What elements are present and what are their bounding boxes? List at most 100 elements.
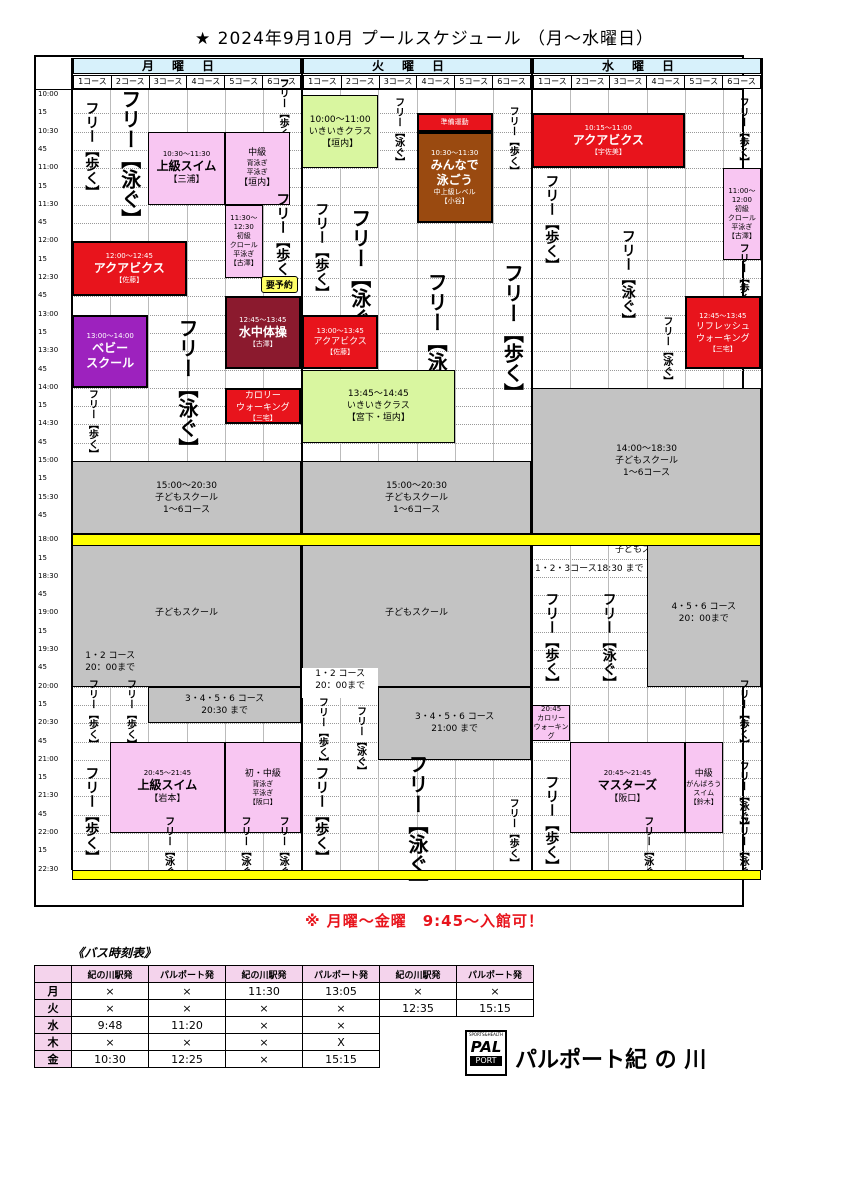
class-block-text: 中上級レベル [433,187,476,196]
class-block: 準備運動 [416,113,493,132]
course-label: 6コース [722,76,760,88]
free-walk-label: フリー【歩く】 [543,774,560,873]
time-label: 45 [38,144,47,153]
bus-cell: × [225,1033,303,1051]
free-swim-label: フリー【泳ぐ】 [354,706,366,777]
course-label: 2コース [340,76,379,88]
bus-cell: × [148,999,226,1017]
course-label: 3コース [608,76,647,88]
school-block-text: 15:00～20:30 [386,480,447,491]
school-block: 子どもスクール [302,540,531,687]
free-walk-label: フリー【歩く】 [274,192,291,291]
class-block-text: スイム [693,788,715,797]
bus-day: 木 [34,1033,72,1051]
bus-cell: × [71,982,149,1000]
bus-cell: 9:48 [71,1016,149,1034]
class-block-text: 【鈴木】 [689,797,718,806]
school-block-text: 21:00 まで [431,724,479,735]
school-block-text: 15:00～20:30 [156,480,217,491]
course-label: 3コース [148,76,187,88]
time-label: 19:00 [38,608,59,617]
free-walk-label: フリー【歩く】 [83,100,100,199]
free-swim-label-cell: フリー【泳ぐ】 [148,315,224,461]
free-walk-label: フリー【歩く】 [83,765,100,864]
class-block-text: 【宇佐美】 [590,148,626,157]
free-swim-label: フリー【泳ぐ】 [737,816,749,887]
course-label: 5コース [454,76,492,88]
school-note-text: 子どもスクール [532,542,761,555]
class-block: 中級背泳ぎ平泳ぎ【垣内】 [224,131,290,205]
class-block-text: 10:00～11:00 [309,114,371,125]
free-walk-label: フリー【歩く】 [507,105,519,176]
class-block-text: みんなで [430,157,479,172]
time-label: 15:30 [38,492,59,501]
class-block-text: 【小谷】 [440,196,469,205]
time-label: 14:00 [38,382,59,391]
bus-cell: × [456,982,534,1000]
time-label: 45 [38,364,47,373]
time-label: 45 [38,809,47,818]
free-walk-label: フリー【歩く】 [313,765,330,864]
school-note-text: 20：00まで [85,663,136,673]
class-block-text: 【三宅】 [708,344,737,353]
class-block-text: アクアビクス [313,337,367,348]
bus-header: パルポート発 [148,965,226,983]
free-walk-label: フリー【歩く】 [86,679,98,750]
free-walk-label: フリー【歩く】 [313,201,330,300]
break-bar [72,869,761,880]
break-bar [72,534,761,547]
free-swim-label-cell: フリー【泳ぐ】 [263,816,301,886]
course-label: 5コース [684,76,722,88]
reservation-badge: 要予約 [260,276,298,293]
course-label: 2コース [110,76,149,88]
class-block: 中級がんばろうスイム【鈴木】 [684,741,723,833]
class-block-text: カロリー [537,714,566,723]
class-block-text: スクール [86,355,135,370]
free-swim-label: フリー【泳ぐ】 [277,816,289,887]
time-label: 15 [38,254,47,263]
bus-cell: × [225,1050,303,1068]
class-block-text: 13:45～14:45 [347,389,409,400]
free-swim-label-cell: フリー【泳ぐ】 [570,592,646,690]
time-label: 13:30 [38,346,59,355]
day-separator [761,58,763,870]
time-label: 15 [38,401,47,410]
time-label: 22:30 [38,864,59,873]
time-label: 45 [38,291,47,300]
class-block-text: 20:45～21:45 [603,769,652,778]
free-walk-label: フリー【歩く】 [500,262,525,403]
school-block-text: 1～6コース [392,504,440,515]
bus-cell: × [379,982,457,1000]
class-block-text: 平泳ぎ [233,250,255,259]
school-block-text: 3・4・5・6 コース [184,693,265,704]
class-block: 初・中級背泳ぎ平泳ぎ【阪口】 [224,741,301,833]
course-label: 6コース [262,76,300,88]
class-block: カロリーウォーキング【三宅】 [224,387,301,425]
class-block-text: 【古澤】 [229,259,258,268]
free-walk-label-cell: フリー【歩く】 [493,241,531,424]
free-swim-label: フリー【泳ぐ】 [162,816,174,887]
class-block-text: 10:30～11:30 [430,148,479,157]
class-block-text: 中級 [248,148,267,159]
logo-mark-top: SPORTS&HEALTH [468,1032,504,1037]
bus-cell: 12:25 [148,1050,226,1068]
time-label: 15 [38,846,47,855]
school-note-text: 1・2・3コース18:30 まで [534,563,644,574]
class-block-text: 【垣内】 [239,178,276,189]
logo-mark-sub: PORT [470,1056,502,1066]
free-walk-label: フリー【歩く】 [737,96,749,167]
bus-cell: 15:15 [456,999,534,1017]
class-block-text: アクアビクス [572,133,644,148]
class-block-text: 【三浦】 [168,175,205,186]
